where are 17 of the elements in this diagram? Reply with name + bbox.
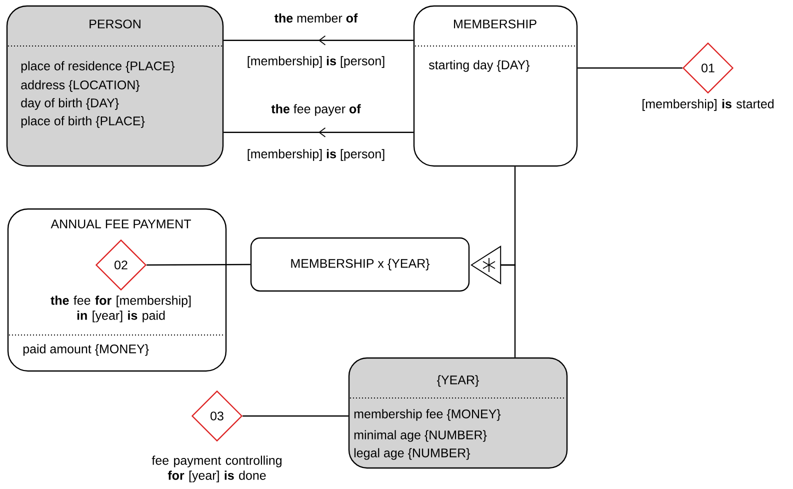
- connector-line: [146, 264, 250, 266]
- fact-text: the fee for [membership] in [year] is paid: [50, 296, 191, 322]
- connector-line: [224, 35, 414, 46]
- role-text: [membership] is [person]: [248, 56, 384, 68]
- connector-line: [578, 67, 682, 69]
- fact-text: [membership] is started: [642, 99, 774, 111]
- entity-box: {YEAR} membership fee {MONEY} minimal age {NUMBER} legal age {NUMBER}: [348, 357, 568, 469]
- connector-line: [224, 127, 414, 138]
- edge-label: the fee payer of: [270, 103, 362, 117]
- entity-box: MEMBERSHIP starting day {DAY}: [413, 5, 578, 167]
- connector-line: [500, 264, 516, 358]
- fact-text: fee payment controlling for [year] is done: [152, 456, 282, 482]
- entity-box: MEMBERSHIP x {YEAR}: [250, 237, 470, 292]
- entity-box: PERSON place of residence {PLACE} address {LOCATION} day of birth {DAY} place of birth {PLACE}: [6, 5, 224, 167]
- connector-line: [242, 415, 348, 417]
- role-text: [membership] is [person]: [248, 149, 384, 161]
- edge-label: the member of: [273, 12, 359, 24]
